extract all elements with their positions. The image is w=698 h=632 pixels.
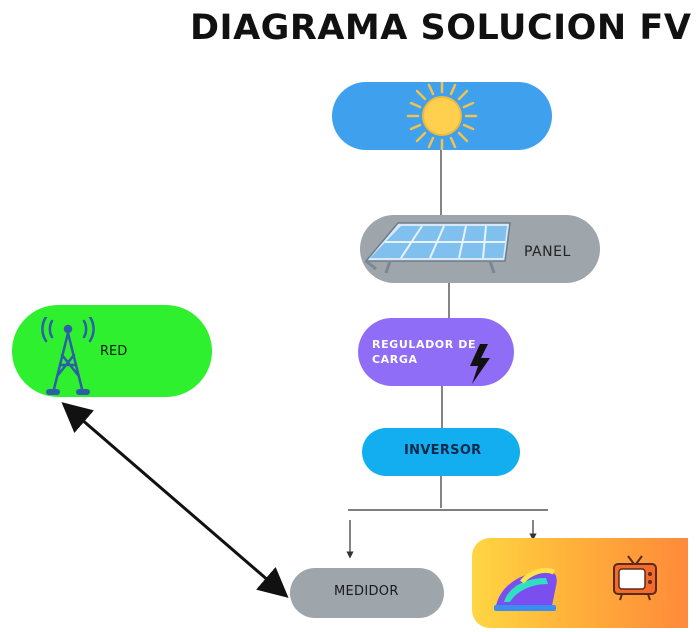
clothes-iron-icon [494, 567, 557, 611]
grid-label: RED [100, 344, 128, 359]
regulator-label: REGULADOR DE CARGA [372, 337, 476, 367]
solar-panel-icon [364, 222, 511, 274]
sun-node [332, 80, 552, 152]
regulator-label-line2: CARGA [372, 353, 418, 366]
panel-node [360, 215, 600, 283]
loads-node [472, 538, 688, 628]
meter-node [290, 568, 444, 618]
diagram-title: DIAGRAMA SOLUCION FV [190, 8, 692, 48]
television-icon [613, 555, 657, 601]
grid-node [12, 305, 212, 397]
lightning-bolt-icon [470, 344, 490, 384]
transmission-tower-icon [41, 317, 95, 395]
grid-meter-bidirectional-arrow [61, 402, 289, 598]
regulator-label-line1: REGULADOR DE [372, 338, 477, 351]
meter-label: MEDIDOR [334, 584, 399, 599]
sun-icon [406, 80, 478, 152]
panel-label: PANEL [524, 244, 571, 260]
inverter-node [362, 428, 520, 476]
inverter-label: INVERSOR [404, 443, 482, 458]
regulator-node [358, 318, 514, 386]
